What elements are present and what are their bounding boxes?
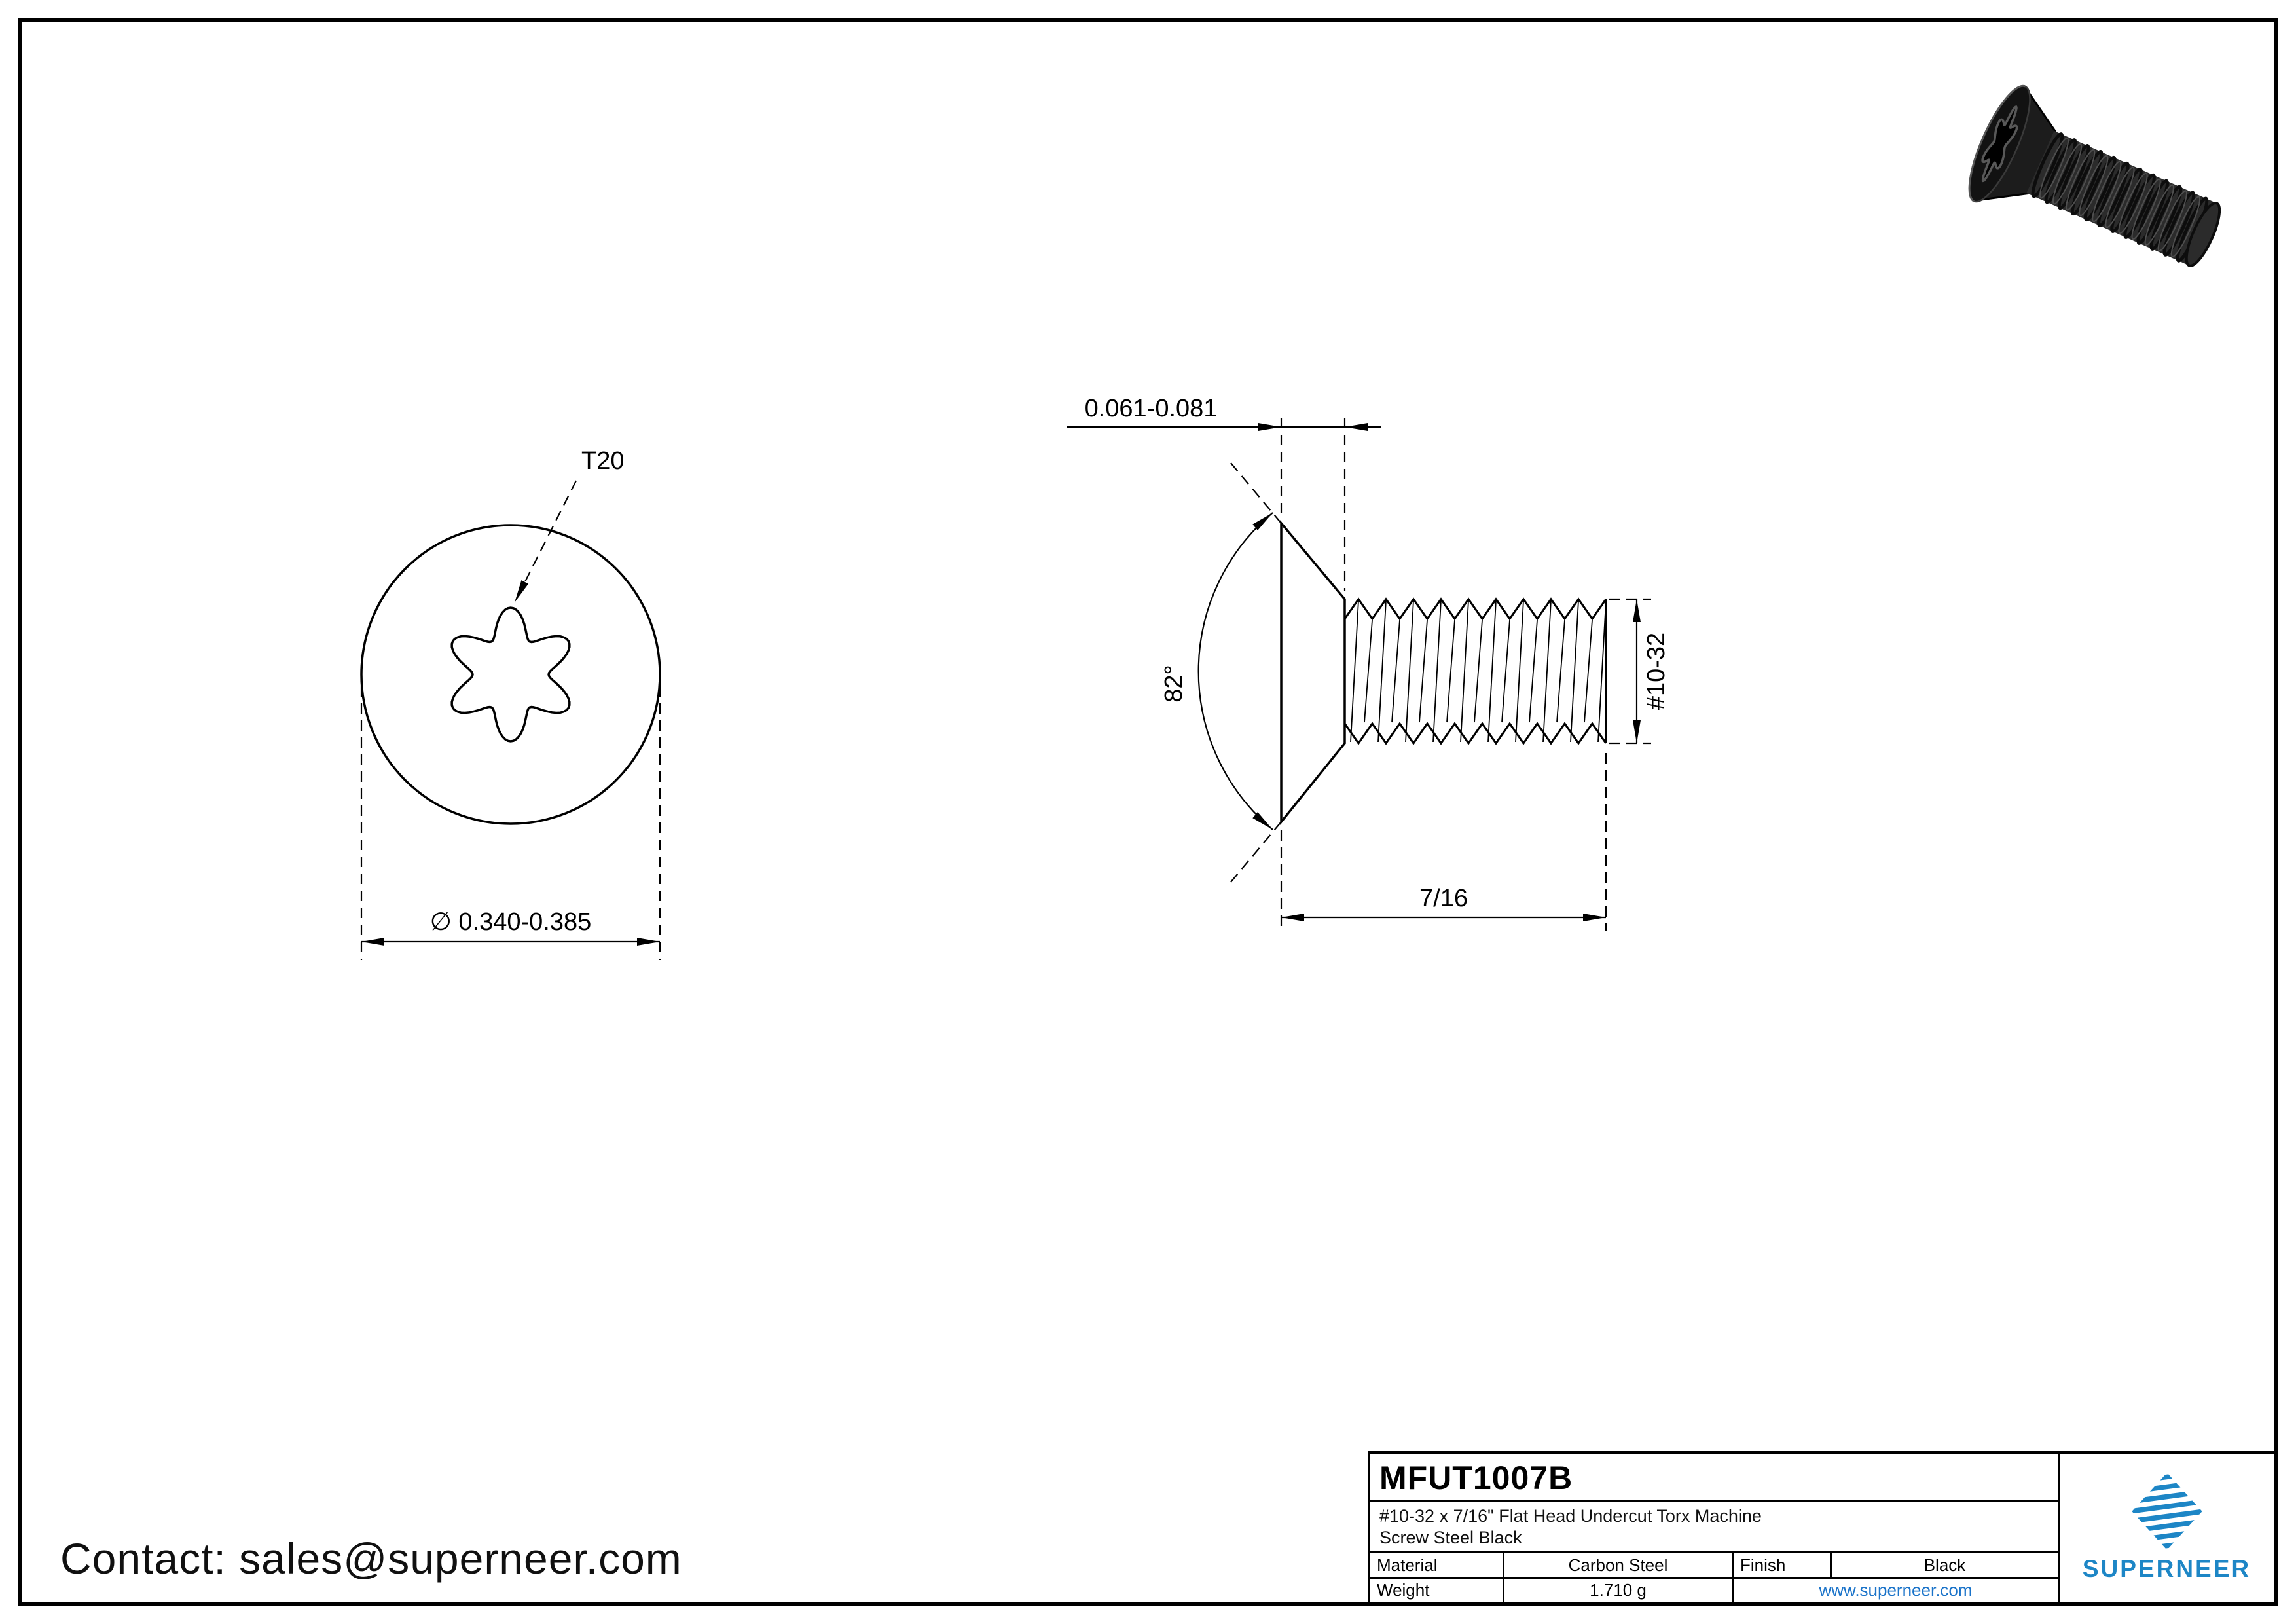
thread-bottom-profile [1343, 722, 1607, 745]
screw-head-outline [360, 524, 661, 825]
weight-label: Weight [1377, 1579, 1430, 1600]
part-description-line1: #10-32 x 7/16" Flat Head Undercut Torx M… [1379, 1505, 1762, 1526]
flank-extension-line [1230, 462, 1282, 524]
finish-value: Black [1830, 1553, 2058, 1577]
length-dimension: 7/16 [1280, 753, 1607, 931]
thread-ridges-3d [2031, 132, 2209, 263]
contact-info: Contact: sales@superneer.com [60, 1534, 682, 1583]
head-angle-dimension: 82° [1160, 462, 1282, 883]
screw-tip-3d [2185, 202, 2221, 267]
torx-leader-line [514, 480, 577, 603]
length-label: 7/16 [1419, 885, 1468, 912]
title-block: MFUT1007B #10-32 x 7/16" Flat Head Under… [1368, 1451, 2274, 1602]
torx-size-label: T20 [581, 447, 624, 475]
material-finish-row: Material Carbon Steel Finish Black [1370, 1551, 2058, 1577]
weight-website-row: Weight 1.710 g www.superneer.com [1370, 1576, 2058, 1602]
weight-value: 1.710 g [1503, 1578, 1732, 1602]
screw-3d-illustration [1968, 84, 2221, 267]
thread-helix-lines [1350, 600, 1607, 743]
torx-recess-3d-icon [1981, 105, 2018, 183]
head-thickness-label: 0.061-0.081 [1085, 395, 1218, 422]
head-profile [1280, 520, 1346, 825]
thread-size-dimension: #10-32 [1609, 598, 1670, 745]
head-thickness-dimension: 0.061-0.081 [1067, 395, 1381, 591]
torx-recess-outline [450, 606, 571, 743]
superneer-logo-icon [2131, 1473, 2202, 1550]
finish-label: Finish [1732, 1553, 1830, 1577]
material-value: Carbon Steel [1503, 1553, 1732, 1577]
part-description-line2: Screw Steel Black [1379, 1527, 1522, 1547]
website-link[interactable]: www.superneer.com [1732, 1578, 2058, 1602]
side-view-drawing: 0.061-0.081 82° #10-32 7/16 [1067, 395, 1670, 931]
material-label: Material [1377, 1555, 1438, 1575]
thread-size-label: #10-32 [1643, 633, 1670, 710]
sheet-border [18, 18, 2278, 1606]
flank-extension-line [1230, 821, 1282, 883]
diameter-label: ∅ 0.340-0.385 [430, 908, 592, 936]
head-rim-highlight-3d [1968, 84, 2026, 202]
front-view-drawing: T20 ∅ 0.340-0.385 [360, 447, 661, 960]
part-description: #10-32 x 7/16" Flat Head Undercut Torx M… [1370, 1502, 2058, 1552]
angle-arc [1197, 512, 1273, 830]
head-angle-label: 82° [1160, 665, 1188, 702]
thread-top-profile [1343, 597, 1607, 621]
thread-highlights-3d [2039, 137, 2201, 257]
brand-name: SUPERNEER [2082, 1555, 2251, 1582]
screw-side-profile [1280, 520, 1607, 825]
brand-logo-cell: SUPERNEER [2058, 1454, 2274, 1602]
title-block-left: MFUT1007B #10-32 x 7/16" Flat Head Under… [1370, 1454, 2058, 1602]
part-number: MFUT1007B [1370, 1454, 2058, 1502]
